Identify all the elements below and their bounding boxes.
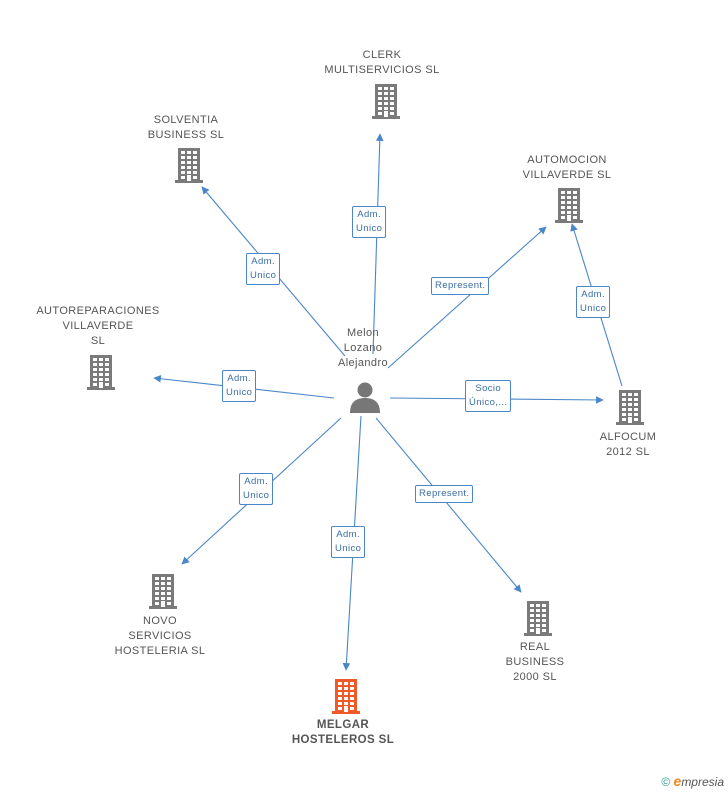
edge-label-line: Adm. [244, 476, 269, 487]
company-label-clerk[interactable]: CLERK MULTISERVICIOS SL [312, 48, 452, 78]
edge-label-line: Unico [243, 490, 270, 501]
edge-label-to-clerk[interactable]: Adm. Unico [352, 206, 387, 238]
company-label-line: REAL [519, 641, 551, 653]
edge-label-line: Único,... [469, 397, 508, 408]
edge-label-line: Adm. [336, 529, 361, 540]
edge-label-line: Represent. [419, 488, 470, 499]
edge-label-to-automocion[interactable]: Represent. [431, 277, 490, 295]
edge-label-line: Unico [250, 270, 277, 281]
company-label-line: AUTOREPARACIONES [36, 305, 160, 317]
edge-label-line: Unico [580, 303, 607, 314]
company-label-autoreparaciones[interactable]: AUTOREPARACIONES VILLAVERDE SL [28, 304, 168, 349]
company-label-line: ALFOCUM [599, 431, 657, 443]
edge-to-automocion [387, 226, 547, 369]
company-label-line: BUSINESS [505, 656, 565, 668]
building-icon-novo[interactable] [146, 573, 180, 609]
company-label-line: 2000 SL [513, 671, 557, 683]
building-icon-melgar[interactable] [329, 678, 363, 714]
edge-label-to-real[interactable]: Represent. [415, 485, 474, 503]
edge-label-alfocum-to-automocion[interactable]: Adm. Unico [576, 286, 611, 318]
edge-to-clerk [372, 133, 384, 355]
company-label-line: SOLVENTIA [153, 114, 219, 126]
company-label-line: MELGAR [316, 719, 370, 731]
company-label-line: HOSTELERIA SL [114, 645, 206, 657]
edge-label-to-novo[interactable]: Adm. Unico [239, 473, 274, 505]
edge-to-real [375, 417, 522, 593]
edge-label-line: Represent. [435, 280, 486, 291]
company-label-line: AUTOMOCION [527, 154, 607, 166]
building-icon-clerk[interactable] [369, 83, 403, 119]
company-label-novo[interactable]: NOVO SERVICIOS HOSTELERIA SL [100, 614, 220, 659]
edge-label-line: Adm. [251, 256, 276, 267]
edge-label-line: Socio [475, 383, 502, 394]
company-label-alfocum[interactable]: ALFOCUM 2012 SL [588, 430, 668, 460]
company-label-solventia[interactable]: SOLVENTIA BUSINESS SL [126, 113, 246, 143]
company-label-line: 2012 SL [606, 446, 650, 458]
company-label-line: MULTISERVICIOS SL [324, 64, 440, 76]
company-label-line: HOSTELEROS SL [291, 734, 395, 746]
edge-label-line: Adm. [357, 209, 382, 220]
edge-label-line: Unico [335, 543, 362, 554]
company-label-melgar[interactable]: MELGAR HOSTELEROS SL [273, 718, 413, 748]
building-icon-automocion[interactable] [552, 187, 586, 223]
person-name-line: Melon [347, 327, 379, 339]
copyright-symbol: © [661, 775, 671, 789]
company-label-automocion[interactable]: AUTOMOCION VILLAVERDE SL [507, 153, 627, 183]
person-name-line: Alejandro [337, 357, 389, 369]
building-icon-alfocum[interactable] [613, 389, 647, 425]
edge-label-to-autoreparaciones[interactable]: Adm. Unico [222, 370, 257, 402]
edge-label-to-solventia[interactable]: Adm. Unico [246, 253, 281, 285]
edge-label-to-melgar[interactable]: Adm. Unico [331, 526, 366, 558]
building-icon-autoreparaciones[interactable] [84, 354, 118, 390]
company-label-line: VILLAVERDE [62, 320, 134, 332]
company-label-line: NOVO [143, 615, 177, 627]
company-label-real[interactable]: REAL BUSINESS 2000 SL [485, 640, 585, 685]
edge-label-line: Adm. [227, 373, 252, 384]
building-icon-real[interactable] [521, 600, 555, 636]
brand-logo: empresia [673, 773, 724, 789]
company-label-line: CLERK [362, 49, 402, 61]
edge-label-line: Adm. [581, 289, 606, 300]
person-name-line: Lozano [343, 342, 383, 354]
building-icon-solventia[interactable] [172, 147, 206, 183]
company-label-line: BUSINESS SL [147, 129, 225, 141]
company-label-line: SL [90, 335, 106, 347]
edge-label-line: Unico [226, 387, 253, 398]
edge-label-line: Unico [356, 223, 383, 234]
company-label-line: VILLAVERDE SL [522, 169, 612, 181]
company-label-line: SERVICIOS [128, 630, 192, 642]
copyright-notice: © empresia [661, 773, 724, 789]
person-icon[interactable] [348, 381, 382, 413]
